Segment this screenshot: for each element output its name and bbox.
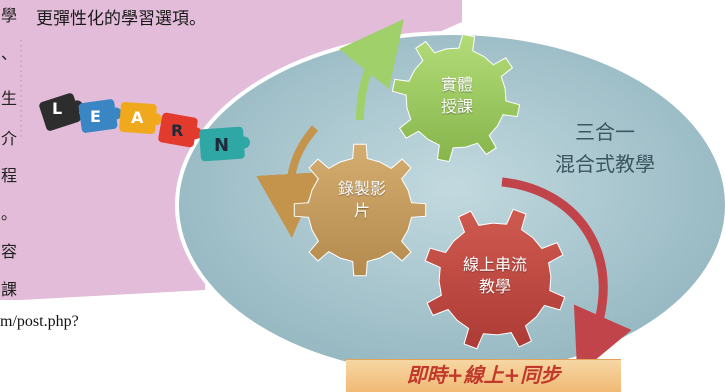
green-cycle-arrow	[339, 19, 404, 121]
gear-streaming-line1: 線上串流	[462, 255, 527, 274]
puzzle-letter-n: N	[214, 135, 229, 156]
tan-gear	[293, 143, 427, 277]
gear-physical-line1: 實體	[440, 75, 473, 94]
gear-label-physical: 實體 授課	[412, 74, 502, 118]
gear-label-recorded: 錄製影 片	[312, 178, 412, 222]
left-char: 容	[0, 242, 17, 261]
puzzle-letter-l: L	[52, 99, 62, 118]
gear-streaming-line2: 教學	[478, 277, 511, 296]
puzzle-letter-a: A	[131, 108, 144, 127]
left-char: 介	[0, 129, 17, 148]
puzzle-letter-e: E	[90, 107, 101, 126]
left-char: 學	[0, 6, 17, 25]
left-char: 。	[0, 204, 17, 223]
red-cycle-arrow	[501, 177, 632, 375]
learn-puzzle: L E A R N	[39, 93, 250, 162]
left-char: 生	[0, 89, 17, 108]
gear-recorded-line2: 片	[353, 201, 370, 220]
url-fragment[interactable]: m/post.php?	[0, 313, 79, 330]
tan-cycle-arrow	[256, 125, 321, 238]
left-char: 程	[0, 166, 17, 185]
left-char: 課	[0, 280, 17, 299]
blended-model-title: 三合一 混合式教學	[525, 116, 685, 180]
model-title-line1: 三合一	[575, 120, 635, 144]
red-gear	[424, 208, 566, 350]
gear-recorded-line1: 錄製影	[337, 179, 386, 198]
sync-banner: 即時+線上+同步	[346, 359, 621, 392]
green-gear	[391, 33, 521, 163]
gear-physical-line2: 授課	[440, 97, 473, 116]
model-title-line2: 混合式教學	[555, 152, 655, 176]
gear-label-streaming: 線上串流 教學	[440, 254, 550, 298]
left-char: 、	[0, 44, 17, 63]
intro-text: 更彈性化的學習選項。	[36, 9, 206, 29]
puzzle-letter-r: R	[171, 121, 183, 140]
